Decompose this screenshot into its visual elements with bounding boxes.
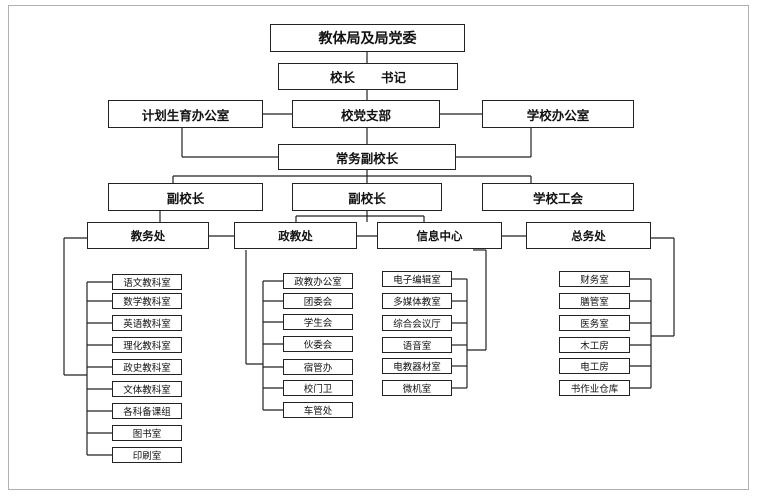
unit-label: 理化教科室 xyxy=(123,341,171,352)
unit-box: 木工房 xyxy=(559,337,630,353)
vice-principal-center-label: 副校长 xyxy=(348,190,386,206)
unit-label: 微机室 xyxy=(402,384,432,395)
unit-label: 学生会 xyxy=(303,318,333,329)
root-box: 教体局及局党委 xyxy=(270,24,465,52)
family-planning-office-box: 计划生育办公室 xyxy=(108,100,263,128)
unit-box: 各科备课组 xyxy=(112,403,182,419)
unit-box: 微机室 xyxy=(382,380,452,396)
unit-box: 语文教科室 xyxy=(112,274,182,290)
unit-label: 印刷室 xyxy=(132,451,162,462)
labor-union-label: 学校工会 xyxy=(532,190,583,206)
party-branch-box: 校党支部 xyxy=(292,100,440,128)
unit-box: 电教器材室 xyxy=(382,358,452,374)
unit-box: 图书室 xyxy=(112,425,182,441)
unit-box: 印刷室 xyxy=(112,447,182,463)
unit-box: 文体教科室 xyxy=(112,381,182,397)
vice-principal-left-label: 副校长 xyxy=(166,190,205,206)
unit-label: 校门卫 xyxy=(303,384,333,395)
party-branch-label: 校党支部 xyxy=(340,107,391,123)
unit-label: 语文教科室 xyxy=(123,278,171,289)
department-label: 信息中心 xyxy=(416,228,463,243)
unit-label: 书作业仓库 xyxy=(570,384,619,395)
school-office-label: 学校办公室 xyxy=(526,107,590,123)
unit-box: 多媒体教室 xyxy=(382,293,452,309)
unit-label: 政史教科室 xyxy=(123,363,171,374)
unit-label: 图书室 xyxy=(132,429,162,440)
unit-label: 电子编辑室 xyxy=(393,275,441,286)
principal-label: 校长 xyxy=(329,70,355,85)
family-planning-office-label: 计划生育办公室 xyxy=(141,107,230,123)
unit-box: 宿管办 xyxy=(283,359,353,375)
unit-label: 政教办公室 xyxy=(294,277,342,288)
unit-label: 财务室 xyxy=(580,275,609,286)
executive-vice-principal-box: 常务副校长 xyxy=(278,144,456,170)
unit-box: 综合会议厅 xyxy=(382,315,452,331)
unit-label: 膳管室 xyxy=(580,297,609,308)
department-label: 教务处 xyxy=(130,228,166,243)
vice-principal-left-box: 副校长 xyxy=(108,183,263,211)
leaders-box: 校长 书记 xyxy=(278,63,458,90)
department-label: 总务处 xyxy=(571,228,606,243)
root-label: 教体局及局党委 xyxy=(318,31,417,47)
unit-box: 政史教科室 xyxy=(112,359,182,375)
department-box-information: 信息中心 xyxy=(377,222,502,249)
unit-box: 医务室 xyxy=(559,315,630,331)
unit-box: 理化教科室 xyxy=(112,337,182,353)
secretary-label: 书记 xyxy=(381,70,407,85)
unit-label: 综合会议厅 xyxy=(393,319,441,330)
unit-label: 英语教科室 xyxy=(123,319,171,330)
department-box-general-affairs: 总务处 xyxy=(526,222,651,249)
unit-label: 各科备课组 xyxy=(123,407,171,418)
unit-box: 学生会 xyxy=(283,314,353,330)
unit-box: 电工房 xyxy=(559,358,630,374)
unit-label: 数学教科室 xyxy=(123,297,171,308)
unit-box: 团委会 xyxy=(283,293,353,309)
executive-vice-principal-label: 常务副校长 xyxy=(335,150,399,166)
unit-box: 伙委会 xyxy=(283,336,353,352)
unit-box: 车管处 xyxy=(283,402,353,418)
unit-label: 木工房 xyxy=(580,341,609,352)
labor-union-box: 学校工会 xyxy=(482,183,634,211)
page-frame xyxy=(8,5,749,490)
department-box-academic: 教务处 xyxy=(87,222,209,249)
unit-box: 电子编辑室 xyxy=(382,271,452,287)
unit-label: 多媒体教室 xyxy=(393,297,441,308)
unit-label: 伙委会 xyxy=(303,340,333,351)
unit-label: 电工房 xyxy=(580,362,609,373)
unit-label: 宿管办 xyxy=(303,363,333,374)
unit-label: 电教器材室 xyxy=(393,362,441,373)
unit-box: 政教办公室 xyxy=(283,273,353,289)
unit-box: 语音室 xyxy=(382,337,452,353)
unit-box: 膳管室 xyxy=(559,293,630,309)
vice-principal-center-box: 副校长 xyxy=(292,183,442,211)
unit-box: 英语教科室 xyxy=(112,315,182,331)
unit-label: 团委会 xyxy=(303,297,333,308)
department-box-political: 政教处 xyxy=(234,222,357,249)
unit-box: 数学教科室 xyxy=(112,293,182,309)
unit-box: 财务室 xyxy=(559,271,630,287)
department-label: 政教处 xyxy=(278,228,313,243)
unit-box: 校门卫 xyxy=(283,380,353,396)
unit-label: 车管处 xyxy=(303,406,333,417)
unit-box: 书作业仓库 xyxy=(559,380,630,396)
unit-label: 医务室 xyxy=(580,319,609,330)
unit-label: 语音室 xyxy=(402,341,432,352)
unit-label: 文体教科室 xyxy=(123,385,171,396)
school-office-box: 学校办公室 xyxy=(482,100,634,128)
